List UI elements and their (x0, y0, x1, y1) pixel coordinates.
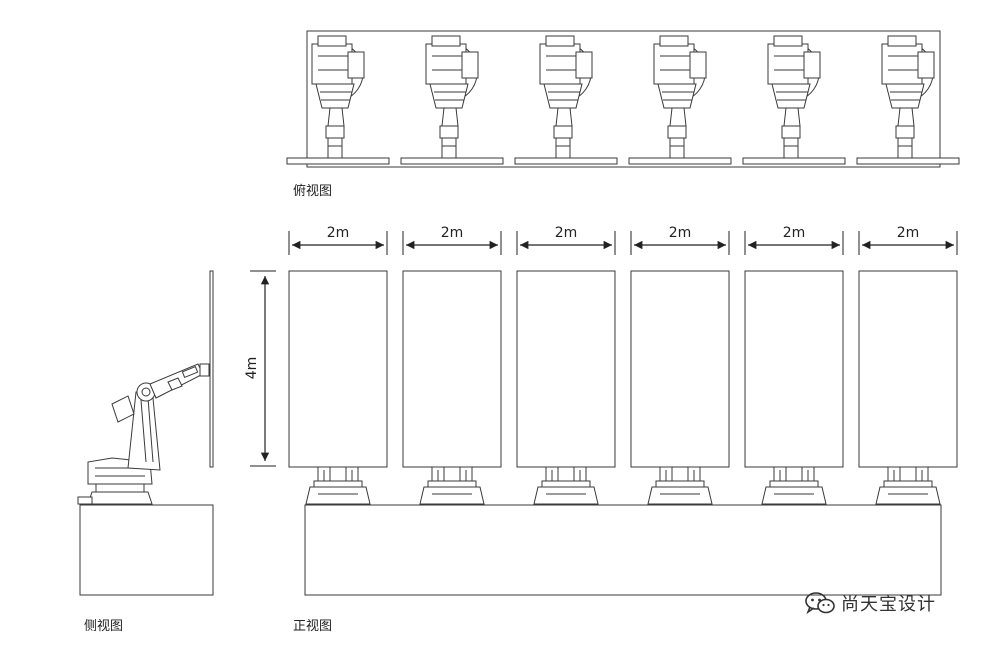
front-robot-unit (402, 270, 502, 505)
top-view-robot (856, 35, 960, 165)
top-view-frame (306, 30, 941, 168)
side-view-base (79, 504, 214, 596)
width-dimension: 2m (858, 225, 958, 255)
width-dimension: 2m (744, 225, 844, 255)
front-robot-unit (288, 270, 388, 505)
width-label: 2m (669, 225, 692, 241)
side-view-panel (209, 270, 214, 468)
width-label: 2m (555, 225, 578, 241)
width-dimension: 2m (516, 225, 616, 255)
front-robot-unit (744, 270, 844, 505)
top-view (286, 30, 960, 168)
width-label: 2m (783, 225, 806, 241)
front-view: 2m 2m 2m 2m 2m 2m (250, 225, 958, 596)
front-robot-unit (516, 270, 616, 505)
top-view-robot (286, 35, 390, 165)
width-label: 2m (327, 225, 350, 241)
height-dimension (250, 270, 276, 467)
panel (516, 270, 616, 468)
side-view (77, 270, 214, 596)
dimension-labels: 4m (244, 357, 260, 380)
width-label: 2m (441, 225, 464, 241)
front-view-panels (288, 270, 958, 505)
panel (288, 270, 388, 468)
top-view-robot (400, 35, 504, 165)
front-view-platform (304, 504, 942, 596)
width-dimension: 2m (402, 225, 502, 255)
watermark-text: 尚天宝设计 (841, 594, 936, 615)
panel (630, 270, 730, 468)
panel (744, 270, 844, 468)
top-view-label: 俯视图 (293, 184, 333, 199)
width-dimension: 2m (630, 225, 730, 255)
top-view-robots (286, 35, 960, 165)
width-dimension: 2m (288, 225, 388, 255)
front-robot-unit (630, 270, 730, 505)
height-label: 4m (244, 357, 260, 380)
watermark: 尚天宝设计 (805, 590, 936, 616)
top-view-robot (514, 35, 618, 165)
top-view-robot (742, 35, 846, 165)
top-view-robot (628, 35, 732, 165)
width-label: 2m (897, 225, 920, 241)
width-dimensions: 2m 2m 2m 2m 2m 2m (288, 225, 958, 255)
panel (858, 270, 958, 468)
front-view-label: 正视图 (293, 619, 333, 634)
wechat-icon (805, 592, 835, 615)
side-view-robot (77, 363, 210, 505)
panel (402, 270, 502, 468)
front-robot-unit (858, 270, 958, 505)
side-view-label: 侧视图 (84, 619, 124, 634)
